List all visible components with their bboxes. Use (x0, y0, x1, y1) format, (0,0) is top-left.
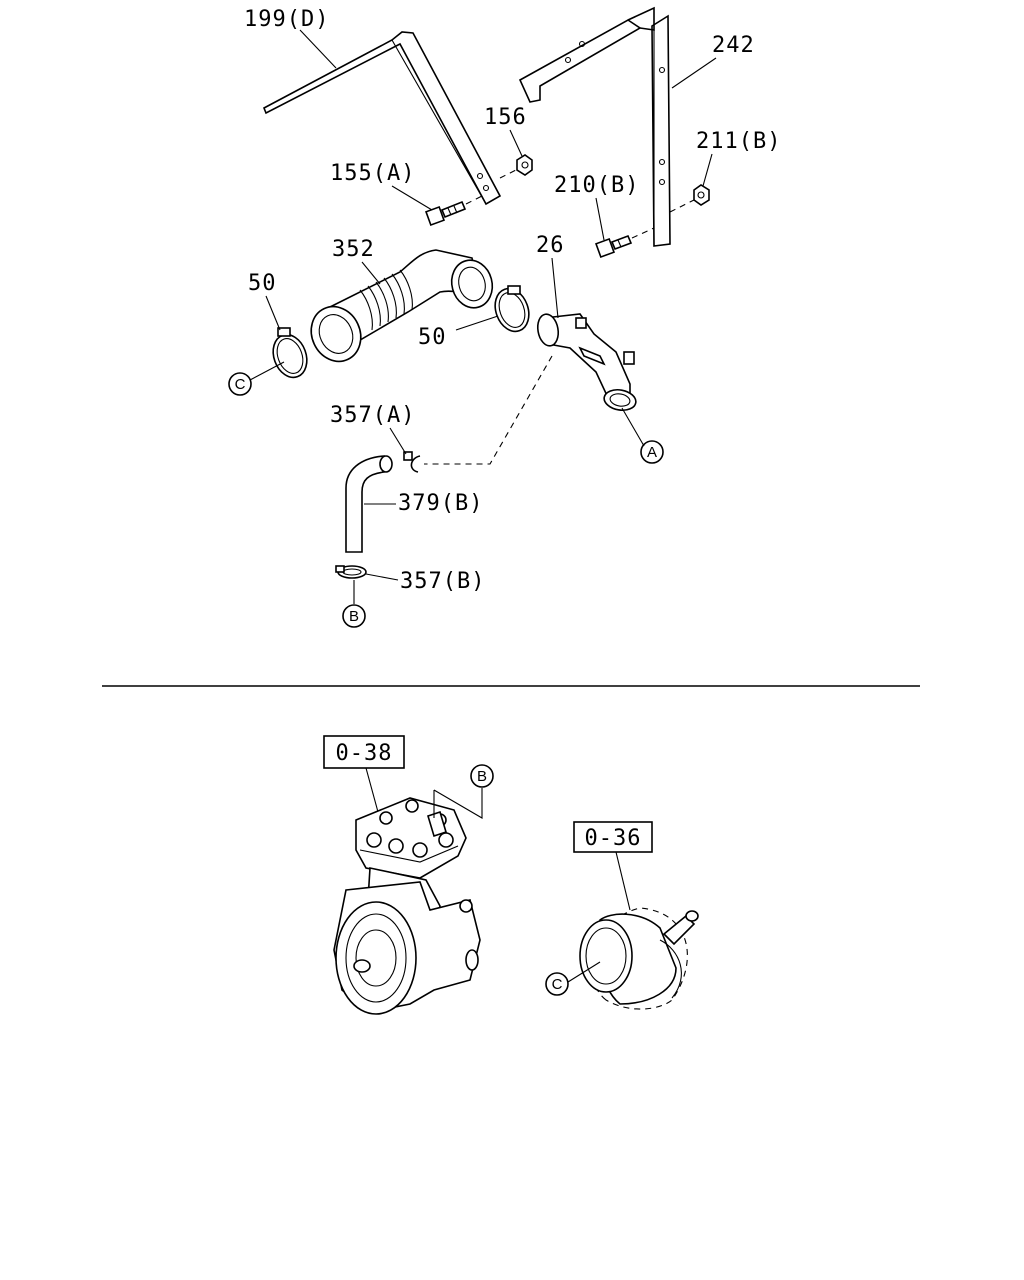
label-155a: 155(A) (330, 161, 415, 186)
bracket-199d (262, 31, 502, 206)
label-357a: 357(A) (330, 403, 415, 428)
svg-text:B: B (477, 768, 487, 785)
svg-text:C: C (235, 376, 246, 393)
label-199d: 199(D) (244, 7, 329, 32)
bolt-210b (595, 234, 633, 258)
label-210b: 210(B) (554, 173, 639, 198)
nut-156 (516, 154, 533, 176)
svg-text:A: A (647, 444, 657, 461)
label-379b: 379(B) (398, 491, 483, 516)
bolt-155a (425, 200, 467, 226)
svg-text:0-38: 0-38 (336, 741, 393, 766)
label-50-left: 50 (248, 271, 277, 296)
label-242: 242 (712, 33, 755, 58)
air-hose-352 (310, 249, 494, 363)
callout-b: B (342, 604, 366, 628)
reference-box-0-38: 0-38 (323, 735, 405, 769)
air-compressor (333, 797, 481, 1015)
hose-379b (345, 455, 393, 553)
label-352: 352 (332, 237, 375, 262)
hose-clamp-357a (403, 451, 421, 473)
elbow-pipe-26 (536, 313, 637, 412)
label-26: 26 (536, 233, 565, 258)
svg-text:C: C (552, 976, 563, 993)
svg-text:B: B (349, 608, 359, 625)
hose-clamp-50-left (272, 327, 308, 379)
svg-text:0-36: 0-36 (585, 826, 642, 851)
callout-a: A (640, 440, 664, 464)
label-211b: 211(B) (696, 129, 781, 154)
label-50-right: 50 (418, 325, 447, 350)
hose-clamp-357b (335, 565, 367, 579)
bracket-242 (518, 6, 671, 247)
hose-clamp-50-right (494, 285, 530, 333)
callout-b-2: B (470, 764, 494, 788)
callout-c: C (228, 372, 252, 396)
label-156: 156 (484, 105, 527, 130)
label-357b: 357(B) (400, 569, 485, 594)
reference-box-0-36: 0-36 (573, 821, 653, 853)
nut-211b (693, 184, 710, 206)
callout-c-2: C (545, 972, 569, 996)
air-cleaner-housing (579, 907, 699, 1010)
